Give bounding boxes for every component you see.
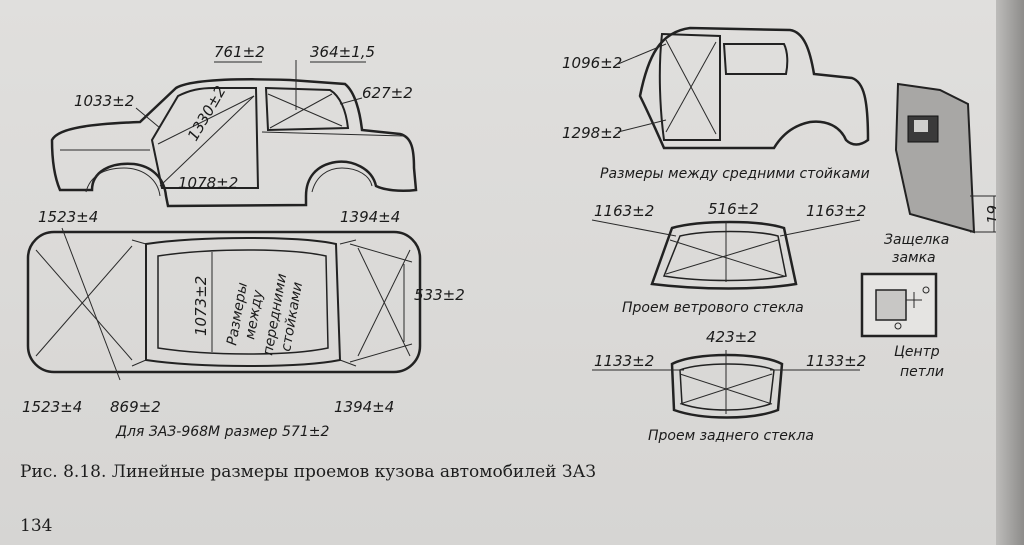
top-view-dim-labels: 1523±4 1394±4 533±2 1523±4 869±2 1394±4 … (22, 208, 465, 440)
book-binding-edge (996, 0, 1024, 545)
top-view-car (26, 227, 422, 381)
top-view-note: Для ЗАЗ-968М размер 571±2 (115, 424, 329, 440)
dim-label: 1523±4 (22, 398, 82, 416)
dim-label: 869±2 (110, 398, 161, 416)
figure-caption: Рис. 8.18. Линейные размеры проемов кузо… (20, 462, 596, 482)
dim-label: 627±2 (362, 84, 413, 102)
windshield-caption: Проем ветрового стекла (622, 300, 804, 316)
side-view-car (50, 60, 418, 208)
dim-label: 761±2 (214, 43, 265, 61)
dim-label: 516±2 (708, 200, 759, 218)
wagon-dim-labels: 1096±2 1298±2 Размеры между средними сто… (562, 54, 870, 182)
dim-label: 1163±2 (806, 202, 866, 220)
dim-label: 1133±2 (594, 352, 654, 370)
dim-label: 1133±2 (806, 352, 866, 370)
caption-line: Центр (894, 344, 940, 360)
dim-label: 533±2 (414, 286, 465, 304)
dim-label: 364±1,5 (310, 43, 375, 61)
dim-label: 1298±2 (562, 124, 622, 142)
rear-window-dim-labels: 1133±2 423±2 1133±2 Проем заднего стекла (594, 328, 866, 444)
dim-label: 1078±2 (178, 174, 238, 192)
side-view-dim-labels: 761±2 364±1,5 627±2 1033±2 1330±2 1078±2 (74, 43, 413, 192)
wagon-view (617, 26, 870, 150)
rear-window-drawing (592, 350, 860, 419)
dim-label: 1394±4 (340, 208, 400, 226)
caption-line: петли (900, 364, 944, 380)
dim-label: 1096±2 (562, 54, 622, 72)
rear-window-caption: Проем заднего стекла (648, 428, 814, 444)
top-view-inner-label: Размеры между передними стойками (224, 272, 306, 356)
hinge-drawing (860, 272, 938, 338)
windshield-dim-labels: 1163±2 516±2 1163±2 Проем ветрового стек… (594, 200, 866, 316)
caption-line: замка (892, 250, 936, 266)
door-latch-drawing: 19 (894, 82, 1002, 234)
hinge-caption: Центр петли (894, 344, 944, 380)
windshield-drawing (591, 219, 861, 290)
wagon-caption: Размеры между средними стойками (600, 166, 870, 182)
latch-caption: Защелка замка (884, 232, 949, 266)
dim-label: 1523±4 (38, 208, 98, 226)
dim-label: 1394±4 (334, 398, 394, 416)
dim-label: 1033±2 (74, 92, 134, 110)
page-number: 134 (20, 516, 53, 536)
dim-label: 1073±2 (192, 276, 210, 336)
caption-line: Защелка (884, 232, 949, 248)
dim-label: 423±2 (706, 328, 757, 346)
dim-label: 1163±2 (594, 202, 654, 220)
